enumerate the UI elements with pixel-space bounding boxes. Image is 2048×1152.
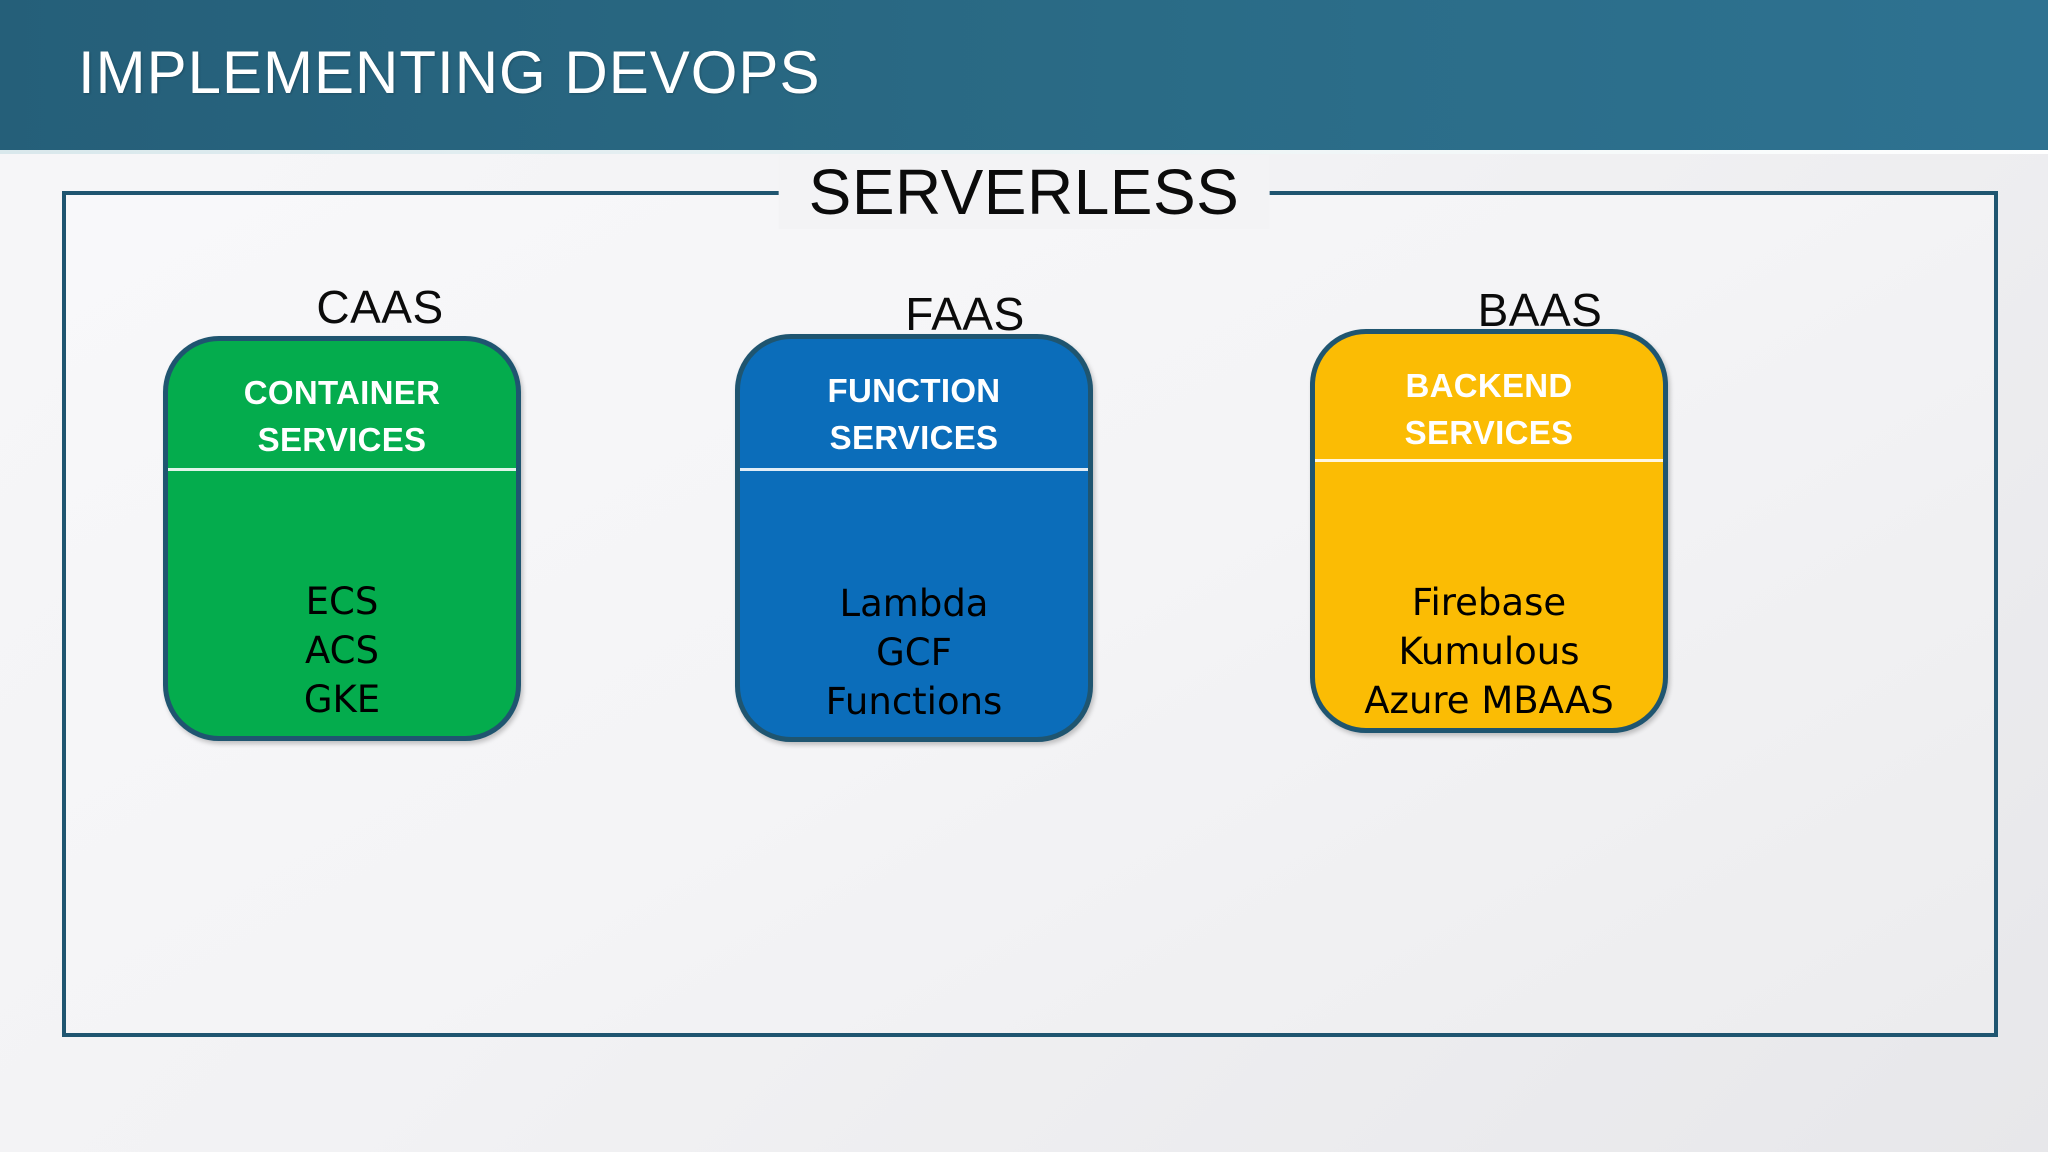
column-caption-caas: CAAS (316, 281, 444, 333)
title-banner-underline (0, 150, 2048, 154)
column-baas: BAAS BACKEND SERVICES Firebase Kumulous … (1310, 191, 1770, 1037)
list-item: Azure MBAAS (1364, 679, 1614, 722)
list-item: ECS (305, 580, 379, 623)
column-faas: FAAS FUNCTION SERVICES Lambda GCF Functi… (735, 191, 1195, 1037)
column-caption-baas: BAAS (1477, 284, 1603, 336)
card-title-line1-caas: CONTAINER (243, 374, 441, 411)
card-divider-faas (740, 468, 1088, 471)
card-list-faas: Lambda GCF Functions (740, 579, 1088, 726)
list-item: GCF (876, 631, 952, 674)
page-title: IMPLEMENTING DEVOPS (78, 39, 821, 106)
serverless-frame-label: SERVERLESS (778, 155, 1270, 229)
card-title-line2-faas: SERVICES (829, 419, 999, 456)
card-container-services[interactable]: CONTAINER SERVICES ECS ACS GKE (163, 336, 521, 741)
card-title-line1-baas: BACKEND (1405, 367, 1573, 404)
card-list-baas: Firebase Kumulous Azure MBAAS (1315, 578, 1663, 725)
list-item: Firebase (1411, 581, 1567, 624)
card-function-services[interactable]: FUNCTION SERVICES Lambda GCF Functions (735, 334, 1093, 742)
title-banner: IMPLEMENTING DEVOPS (0, 0, 2048, 150)
list-item: Lambda (839, 582, 989, 625)
card-title-faas: FUNCTION SERVICES (740, 339, 1088, 461)
column-caption-faas: FAAS (905, 288, 1025, 340)
list-item: GKE (303, 678, 381, 721)
card-title-line2-caas: SERVICES (257, 421, 427, 458)
list-item: Kumulous (1398, 630, 1580, 673)
list-item: Functions (825, 680, 1003, 723)
card-title-line2-baas: SERVICES (1404, 414, 1574, 451)
card-title-baas: BACKEND SERVICES (1315, 334, 1663, 456)
card-divider-caas (168, 468, 516, 471)
column-caas: CAAS CONTAINER SERVICES ECS ACS GKE (150, 191, 610, 1037)
card-title-caas: CONTAINER SERVICES (168, 341, 516, 463)
service-columns: CAAS CONTAINER SERVICES ECS ACS GKE FAAS… (62, 191, 1998, 1037)
card-divider-baas (1315, 459, 1663, 462)
list-item: ACS (305, 629, 379, 672)
card-title-line1-faas: FUNCTION (827, 372, 1001, 409)
card-backend-services[interactable]: BACKEND SERVICES Firebase Kumulous Azure… (1310, 329, 1668, 733)
card-list-caas: ECS ACS GKE (168, 577, 516, 724)
